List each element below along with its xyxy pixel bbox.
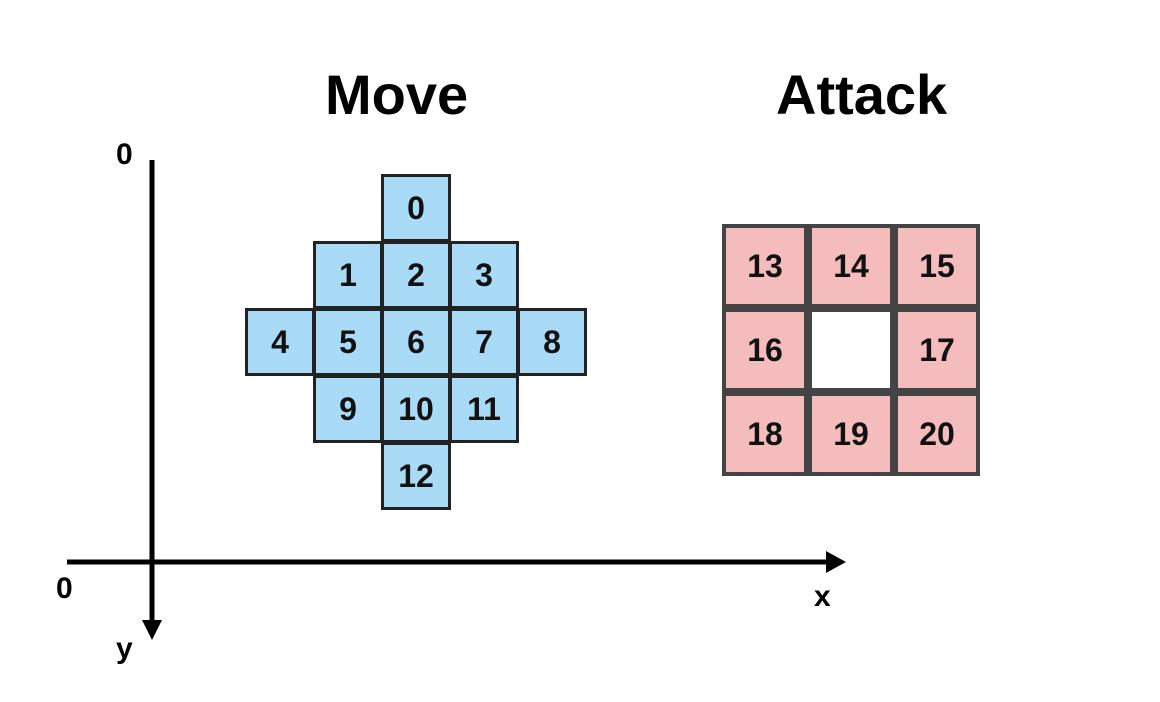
attack-cell-19: 19 [808,392,894,476]
move-cell-5: 5 [313,308,383,376]
x-axis-origin-label: 0 [56,572,73,605]
move-cell-12: 12 [381,442,451,510]
move-cell-3: 3 [449,241,519,309]
move-cell-1: 1 [313,241,383,309]
move-cell-4: 4 [245,308,315,376]
attack-cell-18: 18 [722,392,808,476]
y-axis-arrow-icon [142,620,162,640]
move-cell-10: 10 [381,375,451,443]
x-axis-arrow-icon [826,551,846,573]
x-axis-label: x [814,580,831,613]
attack-center-cell [808,308,894,392]
move-cell-11: 11 [449,375,519,443]
move-cell-0: 0 [381,174,451,242]
move-cell-2: 2 [381,241,451,309]
y-axis-origin-label: 0 [116,138,133,171]
attack-cell-13: 13 [722,224,808,308]
attack-cell-15: 15 [894,224,980,308]
move-cell-7: 7 [449,308,519,376]
move-title: Move [325,63,469,126]
move-cell-6: 6 [381,308,451,376]
move-cell-8: 8 [517,308,587,376]
y-axis-label: y [116,632,133,665]
attack-cell-14: 14 [808,224,894,308]
attack-title: Attack [776,63,948,126]
attack-cell-20: 20 [894,392,980,476]
attack-cell-17: 17 [894,308,980,392]
move-cell-9: 9 [313,375,383,443]
attack-cell-16: 16 [722,308,808,392]
